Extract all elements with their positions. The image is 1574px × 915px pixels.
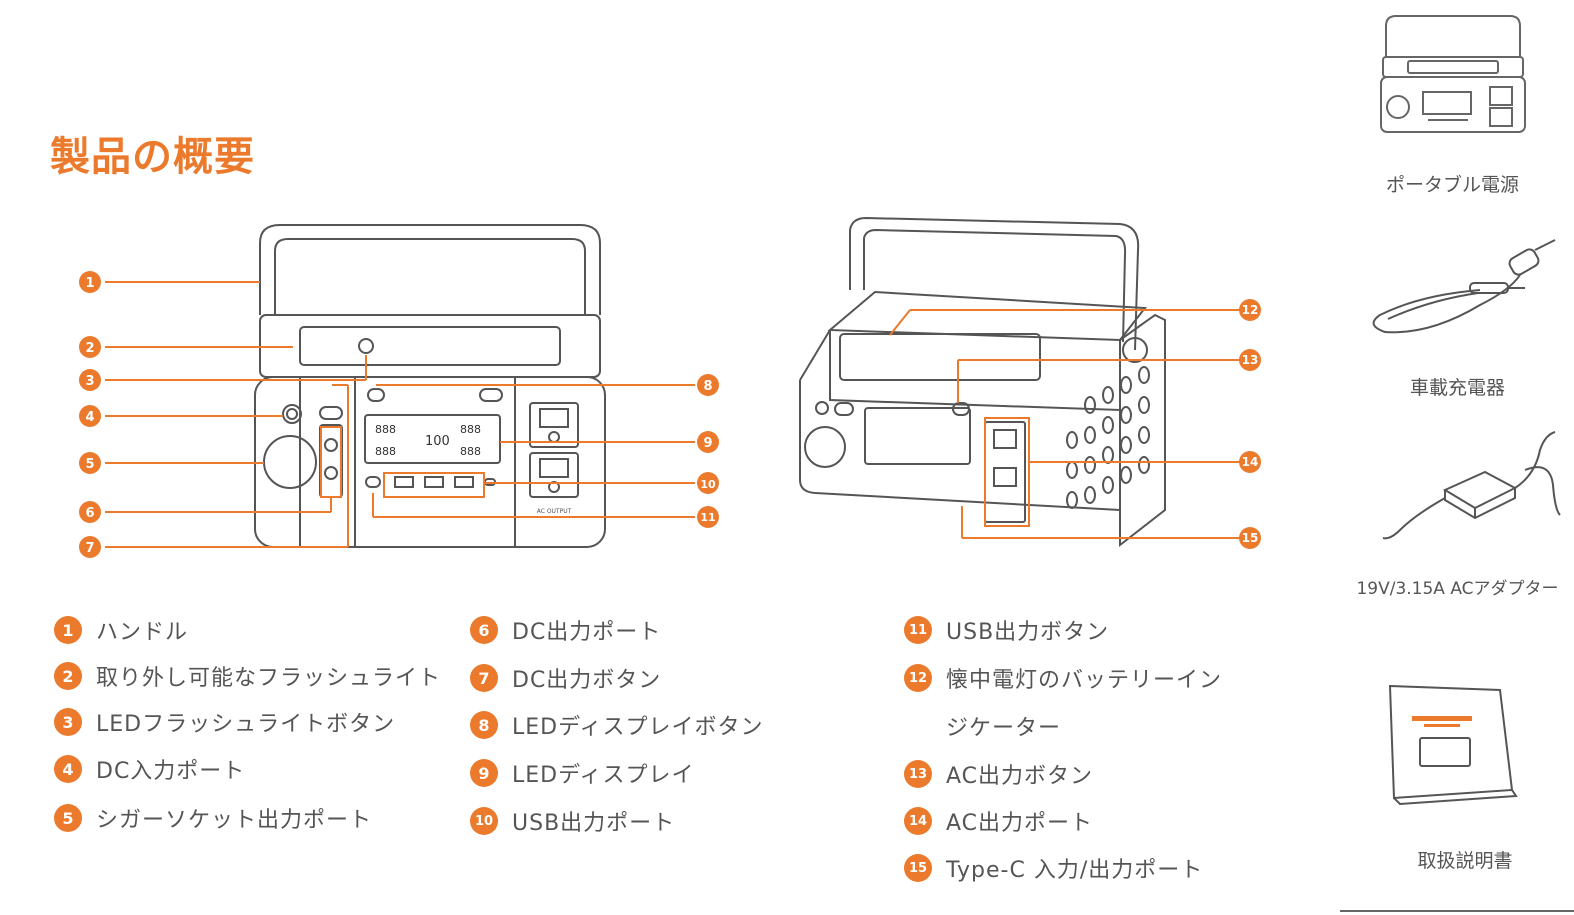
legend-label: DC入力ポート <box>96 759 246 784</box>
ac-adapter-image <box>1382 431 1561 540</box>
legend-number: 8 <box>470 711 498 739</box>
accessory-label-power-station: ポータブル電源 <box>1385 174 1519 196</box>
car-charger-image <box>1372 239 1556 334</box>
display-digits: 888 <box>375 423 396 436</box>
legend-label: LEDディスプレイ <box>512 763 695 788</box>
legend-item: 5 シガーソケット出力ポート <box>54 802 372 834</box>
legend-number: 3 <box>54 708 82 736</box>
legend-item: 9 LEDディスプレイ <box>470 757 695 789</box>
legend-number: 4 <box>54 755 82 783</box>
legend-number: 11 <box>904 616 932 644</box>
legend-item: 6 DC出力ポート <box>470 614 661 646</box>
legend-label: USB出力ボタン <box>946 620 1110 645</box>
front-view-diagram: 888 888 888 888 100 AC OUTPUT 1 2 3 4 5 … <box>79 224 719 558</box>
flashlight-outline <box>299 326 561 366</box>
callout-10: 10 <box>700 478 716 491</box>
callout-15: 15 <box>1242 531 1259 545</box>
legend-item: 7 DC出力ボタン <box>470 662 661 694</box>
accessory-label-manual: 取扱説明書 <box>1417 850 1513 872</box>
legend-label: AC出力ポート <box>946 811 1094 836</box>
legend-item: 3 LEDフラッシュライトボタン <box>54 706 395 738</box>
legend-number: 15 <box>904 854 932 882</box>
legend-item: 15 Type-C 入力/出力ポート <box>904 852 1203 884</box>
legend-number: 5 <box>54 804 82 832</box>
legend-item: 11 USB出力ボタン <box>904 614 1109 646</box>
legend-item: 14 AC出力ポート <box>904 805 1093 837</box>
callout-4: 4 <box>85 410 94 425</box>
legend-item: 4 DC入力ポート <box>54 753 245 785</box>
accessory-label-ac-adapter: 19V/3.15A ACアダプター <box>1356 579 1559 599</box>
legend-number: 1 <box>54 616 82 644</box>
lcd-display <box>364 414 501 464</box>
display-digits: 100 <box>425 434 450 449</box>
legend-label: LEDディスプレイボタン <box>512 715 764 740</box>
legend-item: 2 取り外し可能なフラッシュライト <box>54 660 441 692</box>
legend-item: 1 ハンドル <box>54 614 188 646</box>
legend-label: 取り外し可能なフラッシュライト <box>96 666 442 691</box>
handle-outline <box>259 224 601 315</box>
callout-3: 3 <box>85 374 94 389</box>
callout-8: 8 <box>703 379 712 394</box>
legend-number: 9 <box>470 759 498 787</box>
legend-item-continuation: ジケーター <box>904 710 1061 742</box>
legend-item: 8 LEDディスプレイボタン <box>470 709 764 741</box>
legend-item: 13 AC出力ボタン <box>904 758 1093 790</box>
callout-11: 11 <box>700 511 715 524</box>
manual-image <box>1388 684 1518 806</box>
page-title: 製品の概要 <box>50 134 255 180</box>
legend-label: AC出力ボタン <box>946 764 1094 789</box>
legend-number: 12 <box>904 664 932 692</box>
legend-label: DC出力ポート <box>512 620 662 645</box>
legend-label: USB出力ポート <box>512 811 676 836</box>
legend-number: 14 <box>904 807 932 835</box>
ac-output-label: AC OUTPUT <box>537 508 572 515</box>
legend-label: 懐中電灯のバッテリーイン <box>946 668 1223 693</box>
legend-item: 12 懐中電灯のバッテリーイン <box>904 662 1222 694</box>
legend-label: ジケーター <box>946 716 1062 741</box>
legend-number: 7 <box>470 664 498 692</box>
power-station-image <box>1380 15 1526 133</box>
display-digits: 888 <box>460 445 481 458</box>
legend-label: LEDフラッシュライトボタン <box>96 712 396 737</box>
callout-9: 9 <box>703 436 712 451</box>
callout-7: 7 <box>85 541 94 556</box>
legend-number: 10 <box>470 807 498 835</box>
divider <box>1340 910 1574 912</box>
legend-number: 13 <box>904 760 932 788</box>
callout-13: 13 <box>1242 353 1259 367</box>
accessory-label-car-charger: 車載充電器 <box>1409 377 1505 399</box>
callout-2: 2 <box>85 341 94 356</box>
legend-label: Type-C 入力/出力ポート <box>946 858 1204 883</box>
legend-label: シガーソケット出力ポート <box>96 808 373 833</box>
callout-1: 1 <box>85 276 94 291</box>
display-digits: 888 <box>460 423 481 436</box>
display-digits: 888 <box>375 445 396 458</box>
legend-label: DC出力ボタン <box>512 668 662 693</box>
callout-5: 5 <box>85 457 94 472</box>
legend-item: 10 USB出力ポート <box>470 805 675 837</box>
legend-number: 2 <box>54 662 82 690</box>
callout-14: 14 <box>1242 455 1259 469</box>
callout-6: 6 <box>85 506 94 521</box>
legend-label: ハンドル <box>96 620 189 645</box>
angled-view-diagram: 12 13 14 15 <box>799 216 1261 549</box>
callout-12: 12 <box>1242 303 1259 317</box>
legend-number: 6 <box>470 616 498 644</box>
